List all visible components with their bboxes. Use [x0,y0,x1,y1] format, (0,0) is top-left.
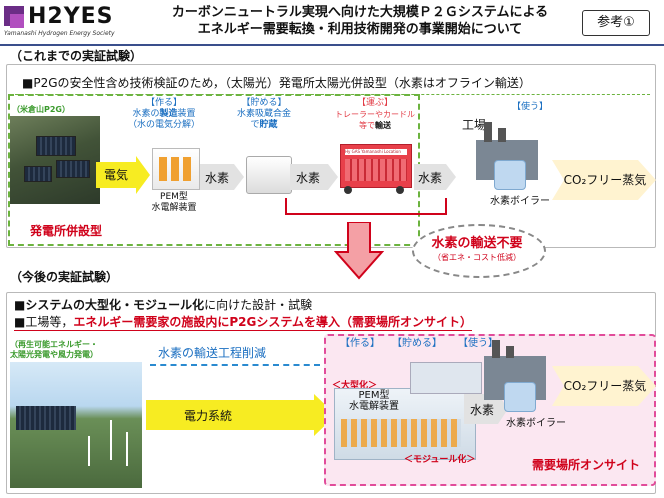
step-make-2: 【作る】 [340,338,380,349]
logo: H2YES Yamanashi Hydrogen Energy Society [4,4,142,42]
hydrogen-boiler-icon [494,160,526,190]
step-store-desc-2: で [250,120,260,130]
pem-label-2: PEM型 水電解装置 [344,390,404,412]
section1-note-text: ■P2Gの安全性含め技術検証のため，（太陽光）発電所太陽光併設型（水素はオフライ… [22,76,531,90]
pem-label-1: PEM型 [160,192,188,202]
trailer-wheel-icon [396,186,404,194]
step-store: 【貯める】 水素吸蔵合金 で貯蔵 [226,98,302,131]
co2-free-steam-label-1: CO₂フリー蒸気 [563,173,647,187]
hydrogen-arrow-1 [200,164,244,190]
section1-note: ■P2Gの安全性含め技術検証のため，（太陽光）発電所太陽光併設型（水素はオフライ… [10,72,650,95]
large-scale-tag: ＜大型化＞ [332,381,378,391]
logo-subtitle: Yamanashi Hydrogen Energy Society [4,30,115,37]
callout-sub: （省エネ・コスト低減） [433,253,521,262]
bullet-1-rest: に向けた設計・試験 [204,298,313,312]
pem-electrolyzer-icon [152,148,200,190]
electricity-arrow [96,162,138,188]
transport-bracket [285,198,447,215]
step-carry-desc-2: 等で [359,121,375,130]
step-make-desc-2: 装置 [177,109,196,119]
hydrogen-trailer-icon: Hy GAS Yamanashi Location [340,144,412,188]
electricity-label: 電気 [104,168,129,182]
step-store-desc-1: 水素吸蔵合金 [236,109,291,119]
step-use-2: 【使う】 [458,338,498,349]
title-line-2: エネルギー需要転換・利用技術開発の事業開始について [197,22,523,37]
step-store-2: 【貯める】 [392,338,442,349]
logo-text: H2YES [28,4,114,29]
transition-down-arrow-icon [334,222,384,280]
boiler-label: 水素ボイラー [490,196,550,207]
pem-label-2: 水電解装置 [151,203,197,213]
callout-cloud [412,224,546,278]
co2-free-steam-arrow-2 [552,366,656,406]
storage-module-icon [410,362,482,394]
electricity-arrow-head-icon [136,156,150,194]
boiler-label-2: 水素ボイラー [506,418,566,429]
module-tag: ＜モジュール化＞ [404,455,476,465]
step-carry-desc-1: トレーラーやカードル [335,110,415,119]
title-line-1: カーボンニュートラル実現へ向けた大規模Ｐ２Ｇシステムによる [171,5,549,20]
step-carry-desc-bold: 輸送 [375,121,391,130]
step-carry-title: 【運ぶ】 [356,98,393,108]
hydrogen-arrow-2 [290,164,338,190]
header-divider [0,44,664,46]
renewable-label: （再生可能エネルギー・ 太陽光発電や風力発電） [10,340,98,360]
hydrogen-label-3: 水素 [418,171,443,185]
co2-free-steam-arrow-1 [552,160,656,200]
section1-heading: （これまでの実証試験） [10,49,143,63]
hydrogen-storage-alloy-icon [246,156,292,194]
section2-bullet-1: ■システムの大型化・モジュール化に向けた設計・試験 [14,296,312,313]
step-make-desc-1: 水素の [132,109,160,119]
solar-site-photo [10,116,100,204]
transport-cut-label: 水素の輸送工程削減 [158,346,267,360]
reference-badge: 参考① [582,10,650,36]
logo-mark-accent-icon [10,14,24,28]
step-store-title: 【貯める】 [241,98,287,108]
modular-electrolyzer-icon [334,388,476,460]
callout-title: 水素の輸送不要 [431,236,523,251]
page-title: カーボンニュートラル実現へ向けた大規模Ｐ２Ｇシステムによる エネルギー需要転換・… [150,4,570,38]
pem-label-2a: PEM型 [358,390,390,401]
grid-label: 電力系統 [184,409,233,423]
hydrogen-label-4: 水素 [470,403,495,417]
hydrogen-arrow-4 [464,394,508,424]
step-make-desc-3: （水の電気分解） [127,120,200,130]
onsite-label: 需要場所オンサイト [532,458,641,472]
renewable-label-2: 太陽光発電や風力発電） [10,350,98,359]
pem-label-2b: 水電解装置 [349,401,399,412]
step-carry: 【運ぶ】 トレーラーやカードル 等で輸送 [330,98,420,131]
step-use: 【使う】 [511,102,548,112]
step-make-desc-bold: 製造 [159,109,178,119]
step-make: 【作る】 水素の製造装置 （水の電気分解） [116,98,212,131]
hydrogen-label-2: 水素 [296,171,321,185]
transport-cut-line [150,364,320,366]
trailer-wheel-icon [344,186,352,194]
co2-free-steam-label-2: CO₂フリー蒸気 [563,379,647,393]
step-make-title: 【作る】 [145,98,182,108]
grid-arrow [146,400,316,430]
trailer-tag: Hy GAS Yamanashi Location [345,149,407,155]
renewable-label-1: （再生可能エネルギー・ [10,340,98,349]
hydrogen-arrow-3 [414,164,456,190]
renewable-site-photo [10,362,142,488]
bullet-1-bold: システムの大型化・モジュール化 [25,298,205,312]
bullet-1-prefix: ■ [14,298,26,312]
site-caption: 発電所併設型 [30,224,103,238]
pem-label: PEM型 水電解装置 [136,192,212,214]
hydrogen-boiler-icon-2 [504,382,536,412]
site-label: （米倉山P2G） [12,105,70,114]
section2-bullet-2: ■工場等，エネルギー需要家の施設内にP2Gシステムを導入（需要場所オンサイト） [14,313,472,331]
bullet-2-red: エネルギー需要家の施設内にP2Gシステムを導入（需要場所オンサイト） [73,315,472,329]
factory-label: 工場 [462,118,487,132]
section2-heading: （今後の実証試験） [10,270,119,284]
step-store-desc-bold: 貯蔵 [259,120,278,130]
bullet-2-prefix: ■工場等， [14,315,74,329]
hydrogen-label-1: 水素 [205,171,230,185]
